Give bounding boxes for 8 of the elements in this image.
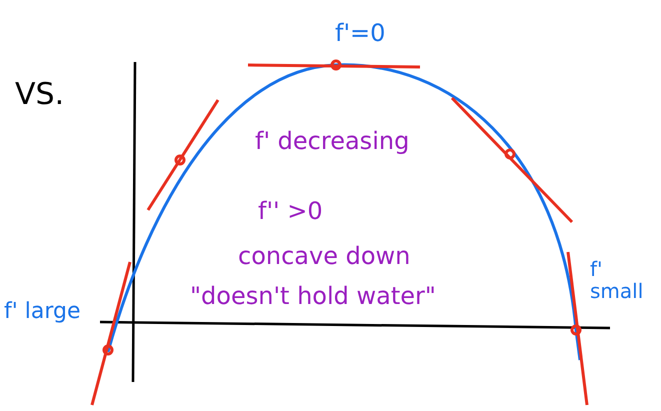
- vs-label: VS.: [15, 78, 64, 111]
- second-derivative-note: f'' >0: [258, 198, 323, 224]
- derivative-zero-label: f'=0: [335, 20, 386, 46]
- concavity-note: "doesn't hold water": [190, 283, 436, 310]
- derivative-note: f' decreasing: [255, 128, 410, 154]
- concavity-note: concave down: [238, 243, 410, 270]
- slope-label: f' large: [4, 300, 81, 324]
- slope-label: f' small: [590, 258, 644, 302]
